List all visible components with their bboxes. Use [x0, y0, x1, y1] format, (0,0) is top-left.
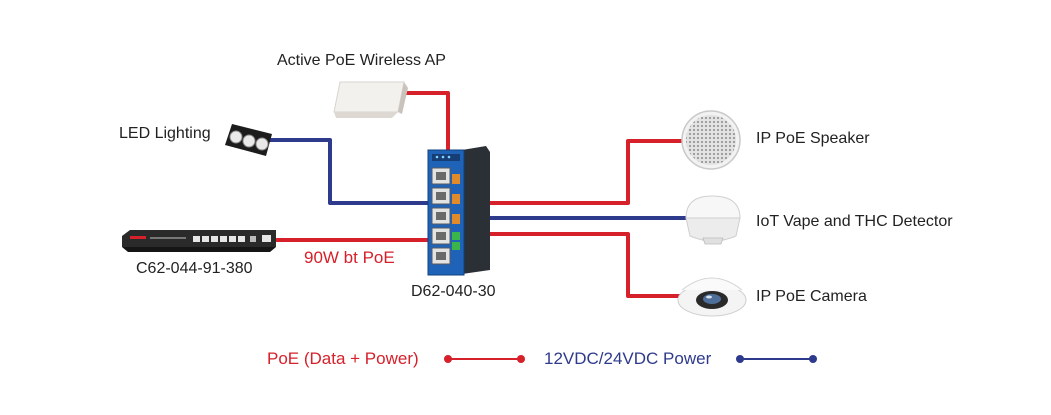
- din-rail-switch-icon: [427, 146, 490, 276]
- wireless-ap-icon: [333, 81, 408, 118]
- speaker-icon: [681, 110, 741, 170]
- legend-dc-dot-right: [809, 355, 817, 363]
- source-switch-label: C62-044-91-380: [136, 260, 253, 277]
- led-lighting-label: LED Lighting: [119, 125, 211, 142]
- legend-poe-label: PoE (Data + Power): [267, 349, 419, 368]
- legend: PoE (Data + Power) 12VDC/24VDC Power: [267, 349, 817, 368]
- rack-switch-icon: [122, 230, 276, 252]
- wire-speaker-poe: [488, 139, 685, 205]
- legend-dc-dot-left: [736, 355, 744, 363]
- legend-dc-label: 12VDC/24VDC Power: [544, 349, 712, 368]
- speaker-label: IP PoE Speaker: [756, 130, 870, 147]
- camera-label: IP PoE Camera: [756, 288, 867, 305]
- fisheye-camera-icon: [677, 277, 747, 317]
- vape-detector-icon: [685, 195, 741, 245]
- wire-led-dc: [266, 138, 434, 205]
- center-switch-label: D62-040-30: [411, 283, 496, 300]
- vape-label: IoT Vape and THC Detector: [756, 213, 953, 230]
- wire-camera-poe: [488, 232, 685, 298]
- legend-poe-dot-left: [444, 355, 452, 363]
- link-label: 90W bt PoE: [304, 248, 395, 267]
- led-light-icon: [225, 124, 272, 156]
- wireless-ap-label: Active PoE Wireless AP: [277, 52, 446, 69]
- wire-ap-poe: [402, 91, 450, 152]
- legend-poe-dot-right: [517, 355, 525, 363]
- wires: [266, 91, 687, 298]
